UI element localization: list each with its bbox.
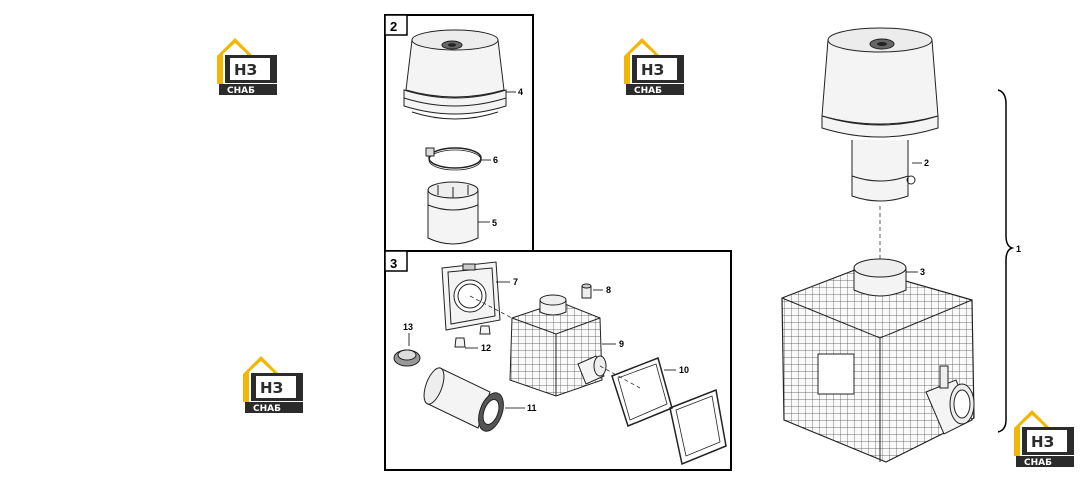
- callout-4: 4: [518, 87, 523, 97]
- logo-letters: НЗ: [234, 61, 257, 79]
- callout-3: 3: [920, 267, 925, 277]
- callout-9: 9: [619, 339, 624, 349]
- callout-7: 7: [513, 277, 518, 287]
- hose-clamp: [425, 147, 482, 171]
- seal-ring: [393, 349, 421, 367]
- filter-element: [423, 367, 504, 432]
- assembly-brace: [997, 89, 1015, 433]
- gasket: [611, 356, 727, 466]
- box-3-number: 3: [390, 256, 397, 271]
- logo-caption: СНАБ: [634, 86, 662, 96]
- logo-letters: НЗ: [1031, 433, 1054, 451]
- logo-bottom-left: НЗ СНАБ: [243, 356, 303, 414]
- logo-top-left: НЗ СНАБ: [217, 38, 277, 96]
- filter-housing: [509, 294, 607, 397]
- callout-11: 11: [527, 403, 537, 413]
- callout-12: 12: [481, 343, 491, 353]
- callout-6: 6: [493, 155, 498, 165]
- callout-8: 8: [606, 285, 611, 295]
- callout-10: 10: [679, 365, 689, 375]
- housing-cover: [441, 261, 501, 331]
- logo-top-center: НЗ СНАБ: [624, 38, 684, 96]
- main-assembly: [781, 27, 1015, 463]
- logo-caption: СНАБ: [1024, 458, 1052, 468]
- box-2-number: 2: [390, 19, 397, 34]
- callout-1: 1: [1016, 244, 1021, 254]
- callout-2: 2: [924, 158, 929, 168]
- logo-caption: СНАБ: [253, 404, 281, 414]
- logo-caption: СНАБ: [227, 86, 255, 96]
- detail-box-3: 3: [384, 250, 732, 471]
- callouts: 1 2 3 4 5 6 7 8 9 10 11 12 13: [403, 87, 1021, 413]
- callout-5: 5: [492, 218, 497, 228]
- vacuator-valve: [581, 283, 592, 299]
- adapter-sleeve: [427, 181, 479, 245]
- precleaner-cap: [403, 29, 507, 120]
- detail-box-2: 2: [384, 14, 534, 252]
- cover-bolts: [454, 325, 491, 348]
- logo-bottom-right: НЗ СНАБ: [1014, 410, 1074, 468]
- callout-13: 13: [403, 322, 413, 332]
- logo-letters: НЗ: [260, 379, 283, 397]
- logo-letters: НЗ: [641, 61, 664, 79]
